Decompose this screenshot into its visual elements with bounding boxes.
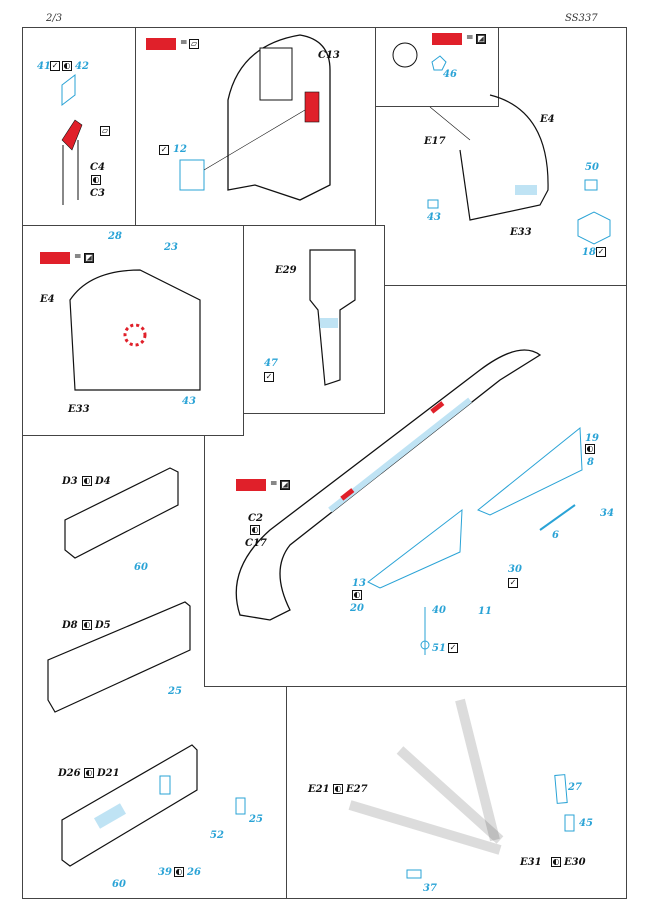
ref-c2: C2 [248,513,263,524]
part-13: 13 [352,578,366,589]
paint-swatch [236,479,266,491]
part-20: 20 [350,603,364,614]
ref-d5: D5 [95,620,111,631]
fold-icon: ◐ [551,857,561,867]
equals-sign: = [180,38,188,48]
ref-e21: E21 [308,784,330,795]
page-number: 2/3 [46,13,63,24]
ref-e33: E33 [510,227,532,238]
ref-c3: C3 [90,188,105,199]
ref-e29: E29 [275,265,297,276]
ref-c4: C4 [90,162,105,173]
photo-etch-icon: ▱ [100,126,110,136]
part-23: 23 [164,242,178,253]
fold-icon: ◐ [585,444,595,454]
paint-icon: ◩ [280,480,290,490]
panel-c-inset [375,27,499,107]
check-icon: ✓ [508,578,518,588]
ref-e33: E33 [68,404,90,415]
paint-icon: ◩ [476,34,486,44]
panel-g [286,686,627,899]
part-52: 52 [210,830,224,841]
part-46: 46 [443,69,457,80]
paint-swatch [432,33,462,45]
part-25: 25 [249,814,263,825]
fold-icon: ◐ [62,61,72,71]
ref-d3: D3 [62,476,78,487]
part-12: 12 [173,144,187,155]
part-18: 18 [582,247,596,258]
check-icon: ✓ [448,643,458,653]
ref-e4: E4 [540,114,555,125]
part-51: 51 [432,643,446,654]
part-40: 40 [432,605,446,616]
part-37: 37 [423,883,437,894]
ref-d26: D26 [58,768,81,779]
fold-icon: ◐ [174,867,184,877]
part-28: 28 [108,231,122,242]
ref-c17: C17 [245,538,267,549]
fold-icon: ◐ [82,620,92,630]
part-30: 30 [508,564,522,575]
equals-sign: = [270,479,278,489]
part-39: 39 [158,867,172,878]
fold-icon: ◐ [333,784,343,794]
photo-etch-icon: ▱ [189,39,199,49]
part-50: 50 [585,162,599,173]
part-43: 43 [182,396,196,407]
part-11: 11 [478,606,492,617]
ref-e30: E30 [564,857,586,868]
paint-swatch [146,38,176,50]
part-60: 60 [134,562,148,573]
part-43: 43 [427,212,441,223]
part-27: 27 [568,782,582,793]
part-42: 42 [75,61,89,72]
ref-e27: E27 [346,784,368,795]
part-60: 60 [112,879,126,890]
fold-icon: ◐ [82,476,92,486]
equals-sign: = [466,33,474,43]
ref-d4: D4 [95,476,111,487]
paint-icon: ◩ [84,253,94,263]
part-41: 41 [37,61,51,72]
ref-c13: C13 [318,50,340,61]
part-8: 8 [587,457,594,468]
part-34: 34 [600,508,614,519]
part-47: 47 [264,358,278,369]
ref-d8: D8 [62,620,78,631]
check-icon: ✓ [264,372,274,382]
ref-e17: E17 [424,136,446,147]
check-icon: ✓ [50,61,60,71]
fold-icon: ◐ [250,525,260,535]
part-26: 26 [187,867,201,878]
check-icon: ✓ [159,145,169,155]
ref-d21: D21 [97,768,120,779]
part-25: 25 [168,686,182,697]
equals-sign: = [74,252,82,262]
part-6: 6 [552,530,559,541]
ref-e31: E31 [520,857,542,868]
paint-swatch [40,252,70,264]
ref-e4: E4 [40,294,55,305]
sheet-code: SS337 [565,13,598,24]
fold-icon: ◐ [84,768,94,778]
fold-icon: ◐ [91,175,101,185]
fold-icon: ◐ [352,590,362,600]
part-19: 19 [585,433,599,444]
check-icon: ✓ [596,247,606,257]
part-45: 45 [579,818,593,829]
